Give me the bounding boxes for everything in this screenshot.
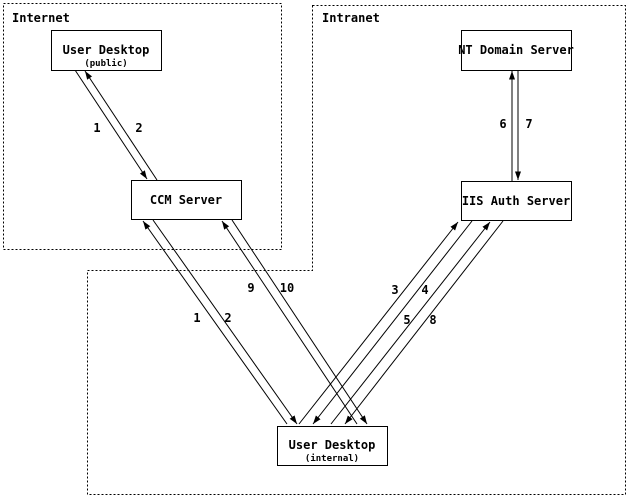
node-iis-auth-server-title: IIS Auth Server [462, 194, 570, 208]
node-ccm-server-box [131, 180, 242, 220]
flow-internal-desktop-to-ccm [142, 220, 288, 425]
node-nt-domain-server: NT Domain Server [458, 30, 574, 71]
node-ccm-server-title: CCM Server [150, 193, 222, 207]
flow-internal-desktop-to-iis-5 [330, 221, 491, 425]
step-label-4: 4 [421, 283, 428, 297]
step-label-5: 5 [403, 313, 410, 327]
node-ccm-server: CCM Server [131, 180, 242, 220]
step-label-internal-2: 2 [224, 311, 231, 325]
step-label-6: 6 [499, 117, 506, 131]
intranet-zone-outline [87, 5, 626, 495]
node-user-desktop-public-subtitle: (public) [84, 58, 127, 69]
flow-iis-to-internal-desktop-4 [312, 220, 473, 425]
step-label-9: 9 [247, 281, 254, 295]
node-user-desktop-internal-box [277, 426, 388, 466]
step-label-10: 10 [280, 281, 294, 295]
intranet-zone-label: Intranet [322, 11, 380, 25]
step-label-public-1: 1 [93, 121, 100, 135]
step-label-7: 7 [525, 117, 532, 131]
node-user-desktop-public: User Desktop (public) [51, 30, 162, 71]
node-user-desktop-internal-title: User Desktop [289, 438, 376, 452]
step-label-internal-1: 1 [193, 311, 200, 325]
flow-public-desktop-to-ccm [74, 69, 148, 180]
internet-zone-outline [3, 3, 282, 250]
internet-zone-label: Internet [12, 11, 70, 25]
flow-internal-desktop-to-iis-3 [298, 221, 459, 425]
flow-ccm-to-public-desktop [84, 70, 158, 181]
node-nt-domain-server-title: NT Domain Server [458, 43, 574, 57]
node-nt-domain-server-box [461, 30, 572, 71]
flow-internal-desktop-to-ccm-9 [221, 220, 358, 425]
node-iis-auth-server-box [461, 181, 572, 221]
node-user-desktop-internal: User Desktop (internal) [277, 426, 388, 466]
node-iis-auth-server: IIS Auth Server [461, 181, 572, 221]
node-user-desktop-public-title: User Desktop [63, 43, 150, 57]
step-label-8: 8 [429, 313, 436, 327]
flow-ccm-to-internal-desktop [152, 219, 298, 425]
node-user-desktop-internal-subtitle: (internal) [305, 453, 359, 464]
node-user-desktop-public-box [51, 30, 162, 71]
step-label-public-2: 2 [135, 121, 142, 135]
flow-iis-to-internal-desktop-8 [344, 220, 504, 425]
step-label-3: 3 [391, 283, 398, 297]
flow-ccm-to-internal-desktop-10 [231, 219, 368, 425]
